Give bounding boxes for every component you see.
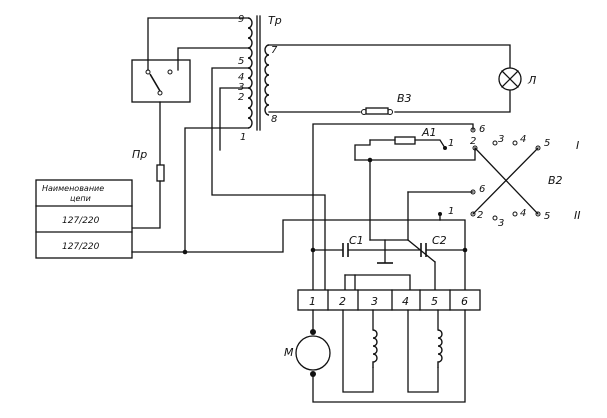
motor-terminal-bottom (310, 371, 316, 377)
switch-b3: В3 (361, 92, 412, 115)
terminal-6: 6 (461, 295, 468, 308)
b3-bar (365, 107, 389, 115)
fuse: Пр (131, 101, 165, 229)
motor: М (284, 309, 466, 403)
b2-row-II: II (574, 209, 581, 222)
b2-I-label-6: 6 (479, 124, 485, 135)
b2-label: В2 (548, 174, 563, 187)
selector-contact-3 (157, 90, 163, 96)
b2-I-label-5: 5 (544, 138, 550, 149)
b2-I-label-3: 3 (498, 134, 504, 145)
b2-row-I: I (576, 139, 579, 152)
wire-tap1 (184, 127, 249, 253)
tap-8: 8 (271, 114, 277, 125)
wire-motor-bottom (312, 309, 466, 403)
b2-I-label-2: 2 (470, 136, 476, 147)
terminal-3: 3 (371, 295, 378, 308)
b3-label: В3 (397, 92, 412, 105)
table-frame (35, 179, 133, 259)
wire-term-3-4-link (344, 274, 411, 291)
b2-link-b (472, 147, 539, 215)
coil-2 (437, 329, 443, 368)
junction-c1 (310, 247, 316, 253)
terminal-4: 4 (402, 295, 409, 308)
b2-II-label-3: 3 (498, 218, 504, 229)
tap-7: 7 (271, 45, 278, 56)
b2-I-contact-3 (492, 140, 498, 146)
table-row-1: 127/220 (62, 216, 100, 226)
lamp-label: Л (527, 74, 536, 87)
b2-II-label-2: 2 (477, 210, 483, 221)
table-header-line1: Наименование (42, 184, 104, 193)
b2-I-label-1: 1 (448, 138, 454, 149)
b2-link-a (474, 147, 539, 215)
fuse-body (156, 164, 165, 182)
tap-5: 5 (238, 56, 244, 67)
tap-1: 1 (240, 132, 246, 143)
c2-label: С2 (432, 234, 447, 247)
terminal-block-frame (297, 289, 481, 311)
wire-tap3 (219, 87, 249, 151)
wire-table-common (131, 219, 441, 253)
wire-tap9-switch (147, 17, 249, 61)
b2-I-label-4: 4 (520, 134, 526, 145)
lamp: Л (498, 67, 536, 91)
c1-label: С1 (349, 234, 364, 247)
tap-4: 4 (238, 72, 244, 83)
lamp-cross-b (501, 70, 519, 88)
resistor-body (394, 136, 416, 145)
wire-coil2-loop (407, 309, 439, 393)
b2-II-label-5: 5 (544, 211, 550, 222)
wire-tap5-terminal2 (211, 67, 326, 291)
selector-box (131, 59, 191, 103)
wire-c2-term5 (407, 239, 436, 263)
table-header-line2: цепи (70, 194, 91, 203)
table-row-2: 127/220 (62, 242, 100, 252)
terminal-5: 5 (431, 295, 438, 308)
transformer-secondary-coil (264, 44, 270, 116)
terminal-2: 2 (339, 295, 346, 308)
wire-tap7-lamp (268, 44, 511, 69)
terminal-block: 1 2 3 4 5 6 (297, 289, 481, 311)
b2-II-contact-3 (492, 215, 498, 221)
wire-a1-loop (354, 139, 371, 161)
transformer-label: Тр (268, 14, 282, 27)
motor-terminal-top (310, 329, 316, 335)
wire-terminal1-b2-6 (312, 123, 474, 291)
b2-I-contact-4 (512, 140, 518, 146)
tap-2: 2 (238, 92, 244, 103)
resistor-a1: А1 (369, 126, 446, 149)
motor-circle (295, 335, 331, 371)
wire-b2-I-2 (354, 147, 476, 161)
terminal-1: 1 (309, 295, 316, 308)
b2-II-label-4: 4 (520, 208, 526, 219)
wire-b3-lamp (394, 89, 511, 113)
selector-blade (149, 73, 161, 92)
resistor-label: А1 (421, 126, 437, 139)
switch-b2: 6 1 2 3 4 5 I 6 1 2 3 4 5 II В2 (438, 124, 581, 229)
fuse-label: Пр (132, 148, 147, 161)
wire-fuse-table (131, 180, 161, 229)
coil-1 (372, 329, 378, 368)
selector-switch (131, 59, 191, 103)
wire-coil1-loop (342, 309, 374, 393)
b2-II-contact-4 (512, 211, 518, 217)
circuit-table: Наименование цепи 127/220 127/220 (35, 179, 133, 259)
b2-II-label-1: 1 (448, 206, 454, 217)
transformer-primary-coil (247, 17, 253, 129)
tap-9: 9 (238, 14, 244, 25)
motor-label: М (284, 346, 294, 359)
junction-tap1 (182, 249, 188, 255)
b2-II-label-6: 6 (479, 184, 485, 195)
wire-terminal6 (439, 219, 466, 291)
wire-resistor-right (414, 139, 446, 149)
transformer: Тр 9 5 4 3 2 1 7 8 (238, 14, 282, 143)
selector-contact-2 (167, 69, 173, 75)
